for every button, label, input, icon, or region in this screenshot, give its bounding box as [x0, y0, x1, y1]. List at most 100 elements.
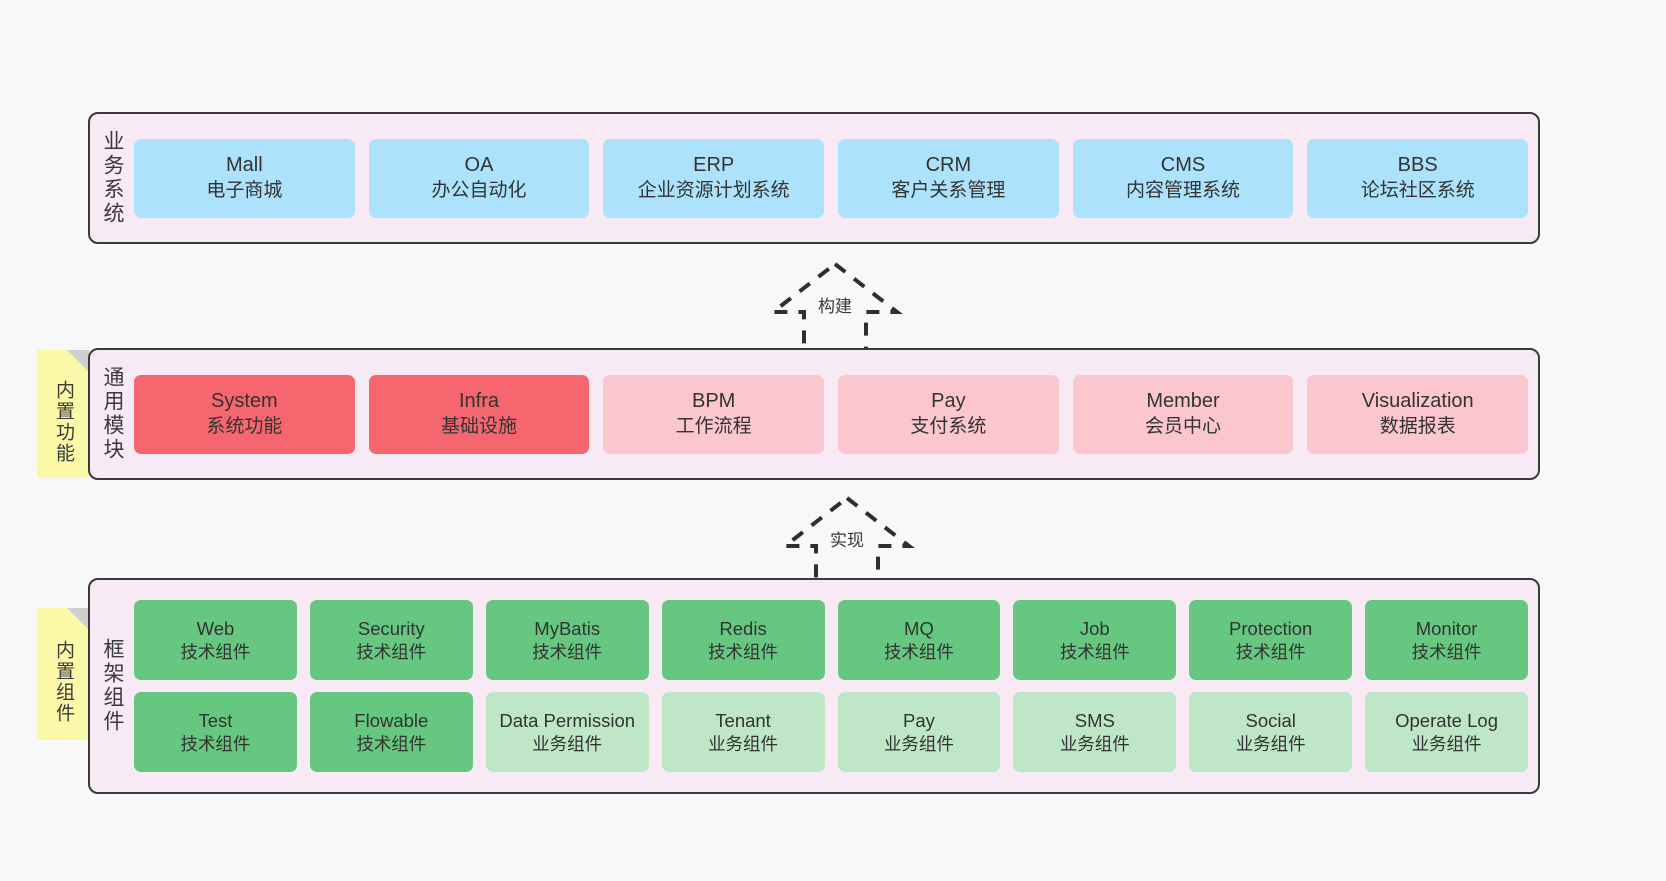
card-title-cn: 业务组件: [708, 733, 779, 754]
card-title-en: CMS: [1160, 154, 1206, 177]
sticky-note-label: 内置组件: [52, 640, 74, 724]
card-title-cn: 内容管理系统: [1126, 179, 1241, 201]
card-title-en: CRM: [925, 154, 972, 177]
card-title-cn: 技术组件: [180, 641, 251, 662]
card-title-en: SMS: [1074, 709, 1115, 731]
card-title-cn: 技术组件: [180, 733, 251, 754]
card-title-en: Social: [1245, 709, 1296, 731]
sticky-fold-icon: [67, 608, 89, 630]
card-title-en: Security: [357, 617, 425, 639]
card-title-cn: 基础设施: [441, 415, 518, 437]
layer-title-modules: 通用模块: [101, 366, 125, 462]
card-title-cn: 业务组件: [1411, 733, 1482, 754]
card-title-cn: 支付系统: [910, 415, 987, 437]
card-title-en: Pay: [902, 709, 935, 731]
card-title-cn: 会员中心: [1145, 415, 1222, 437]
card-title-cn: 技术组件: [1235, 641, 1306, 662]
card-title-cn: 技术组件: [356, 641, 427, 662]
card-title-cn: 客户关系管理: [891, 179, 1006, 201]
card-title-cn: 办公自动化: [431, 179, 527, 201]
card-title-cn: 业务组件: [883, 733, 954, 754]
card-title-en: Pay: [931, 390, 966, 413]
card-title-en: OA: [464, 154, 494, 177]
card-title-cn: 论坛社区系统: [1360, 179, 1475, 201]
card-title-cn: 企业资源计划系统: [637, 179, 790, 201]
card-title-cn: 技术组件: [708, 641, 779, 662]
card-title-en: BBS: [1397, 154, 1438, 177]
card-title-cn: 业务组件: [1235, 733, 1306, 754]
card-title-cn: 工作流程: [675, 415, 752, 437]
card-title-en: Test: [198, 709, 233, 731]
card-title-en: Tenant: [715, 709, 771, 731]
sticky-note-builtin-components: 内置组件: [37, 608, 89, 740]
card-title-cn: 数据报表: [1379, 415, 1456, 437]
card-title-en: Monitor: [1415, 617, 1478, 639]
card-title-en: ERP: [693, 154, 735, 177]
card-title-cn: 技术组件: [1059, 641, 1130, 662]
arrow-realize-label: 实现: [830, 531, 864, 550]
sticky-note-builtin-features: 内置功能: [37, 350, 89, 478]
arrow-build-label: 构建: [818, 297, 852, 316]
card-title-en: Operate Log: [1395, 709, 1498, 731]
arrow-realize: 实现: [772, 492, 922, 590]
card-title-en: MyBatis: [534, 617, 601, 639]
card-title-en: Protection: [1229, 617, 1313, 639]
arrow-build: 构建: [760, 258, 910, 356]
card-title-cn: 系统功能: [206, 415, 283, 437]
card-title-en: Data Permission: [499, 709, 636, 731]
card-title-en: Flowable: [354, 709, 429, 731]
card-title-en: Redis: [719, 617, 767, 639]
card-title-en: Visualization: [1361, 390, 1474, 413]
card-title-cn: 技术组件: [356, 733, 427, 754]
card-title-en: MQ: [904, 617, 934, 639]
sticky-note-label: 内置功能: [52, 380, 74, 464]
card-title-cn: 技术组件: [883, 641, 954, 662]
card-title-en: System: [210, 390, 278, 413]
card-title-en: BPM: [692, 390, 736, 413]
card-title-cn: 业务组件: [1059, 733, 1130, 754]
card-title-en: Web: [196, 617, 235, 639]
layer-title-framework: 框架组件: [101, 638, 125, 734]
card-title-cn: 技术组件: [1411, 641, 1482, 662]
card-title-en: Infra: [458, 390, 500, 413]
card-title-cn: 电子商城: [206, 179, 283, 201]
layer-title-business: 业务系统: [101, 130, 125, 226]
card-title-cn: 技术组件: [532, 641, 603, 662]
